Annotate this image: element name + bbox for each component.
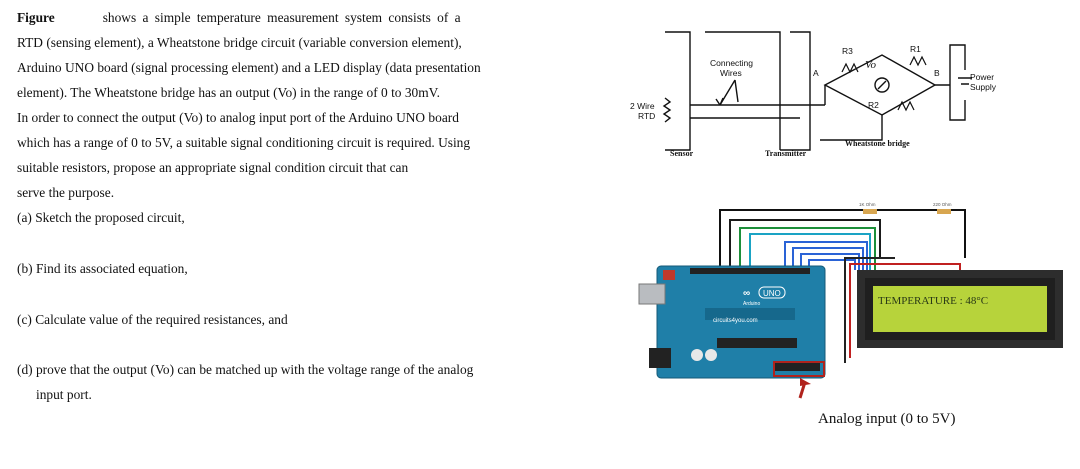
- problem-line-3: Arduino UNO board (signal processing ele…: [17, 60, 481, 75]
- analog-input-caption: Analog input (0 to 5V): [818, 411, 956, 427]
- problem-line-4: element). The Wheatstone bridge has an o…: [17, 85, 440, 100]
- arduino-board: ∞ UNO Arduino circuits4you.com: [638, 265, 826, 379]
- r1-label: R1: [910, 44, 921, 54]
- transmitter-label: Transmitter: [765, 149, 807, 158]
- power-label-2: Supply: [970, 82, 997, 92]
- problem-line-1: Figure shows a simple temperature measure…: [17, 10, 461, 26]
- problem-line-7: suitable resistors, propose an appropria…: [17, 160, 409, 175]
- analog-header: [775, 363, 820, 371]
- problem-line-2: RTD (sensing element), a Wheatstone brid…: [17, 35, 462, 50]
- digital-header: [690, 268, 810, 274]
- sensor-bracket-left: [665, 31, 691, 151]
- analog-input-highlight: [773, 361, 825, 377]
- site-label: circuits4you.com: [713, 318, 758, 324]
- problem-line-5: In order to connect the output (Vo) to a…: [17, 110, 459, 125]
- node-b-label: B: [934, 68, 940, 78]
- uno-label: UNO: [763, 289, 781, 298]
- problem-line-6: which has a range of 0 to 5V, a suitable…: [17, 135, 471, 150]
- power-jack: [649, 348, 671, 368]
- usb-port: [638, 283, 666, 305]
- lcd-text: TEMPERATURE : 48°C: [878, 295, 988, 307]
- vo-label: Vo: [865, 59, 877, 71]
- rtd-resistor: [662, 97, 672, 123]
- bridge-schematic: Connecting Wires 2 Wire RTD R3 R1 R2 A B…: [630, 31, 997, 158]
- question-a: (a) Sketch the proposed circuit,: [17, 210, 185, 225]
- connecting-label-2: Wires: [720, 68, 742, 78]
- r2-label: R2: [868, 100, 879, 110]
- arduino-label: Arduino: [743, 301, 760, 307]
- resistor-220: [937, 209, 951, 214]
- resistor-1k: [863, 209, 877, 214]
- rtd-label-1: 2 Wire: [630, 101, 655, 111]
- rtd-label-2: RTD: [638, 111, 655, 121]
- connecting-label-1: Connecting: [710, 58, 753, 68]
- resistor-220-label: 220 Ohm: [933, 202, 952, 207]
- wheatstone-label: Wheatstone bridge: [845, 139, 910, 148]
- arduino-lcd-wiring: 1K Ohm 220 Ohm ∞ UNO Arduino circuits4yo…: [638, 202, 1063, 399]
- figure-word: Figure: [17, 10, 55, 25]
- sensor-label: Sensor: [670, 149, 694, 158]
- question-d: (d) prove that the output (Vo) can be ma…: [17, 362, 474, 377]
- question-b: (b) Find its associated equation,: [17, 261, 188, 276]
- r3-label: R3: [842, 46, 853, 56]
- power-label-1: Power: [970, 72, 994, 82]
- question-c: (c) Calculate value of the required resi…: [17, 312, 288, 327]
- problem-line-text: shows a simple temperature measurement s…: [102, 10, 461, 25]
- lcd-display: TEMPERATURE : 48°C: [857, 270, 1063, 348]
- r2-resistor: [897, 100, 915, 112]
- problem-line-8: serve the purpose.: [17, 185, 115, 200]
- sensor-bracket-mid: [705, 31, 781, 150]
- svg-text:∞: ∞: [743, 288, 750, 299]
- meter-circle: [874, 77, 890, 93]
- resistor-1k-label: 1K Ohm: [859, 202, 876, 207]
- transmitter-bracket: [780, 31, 811, 151]
- question-d-continued: input port.: [36, 387, 92, 402]
- ic-chip: [717, 338, 797, 348]
- r3-resistor: [841, 62, 859, 74]
- r1-resistor: [909, 55, 927, 67]
- node-a-label: A: [813, 68, 819, 78]
